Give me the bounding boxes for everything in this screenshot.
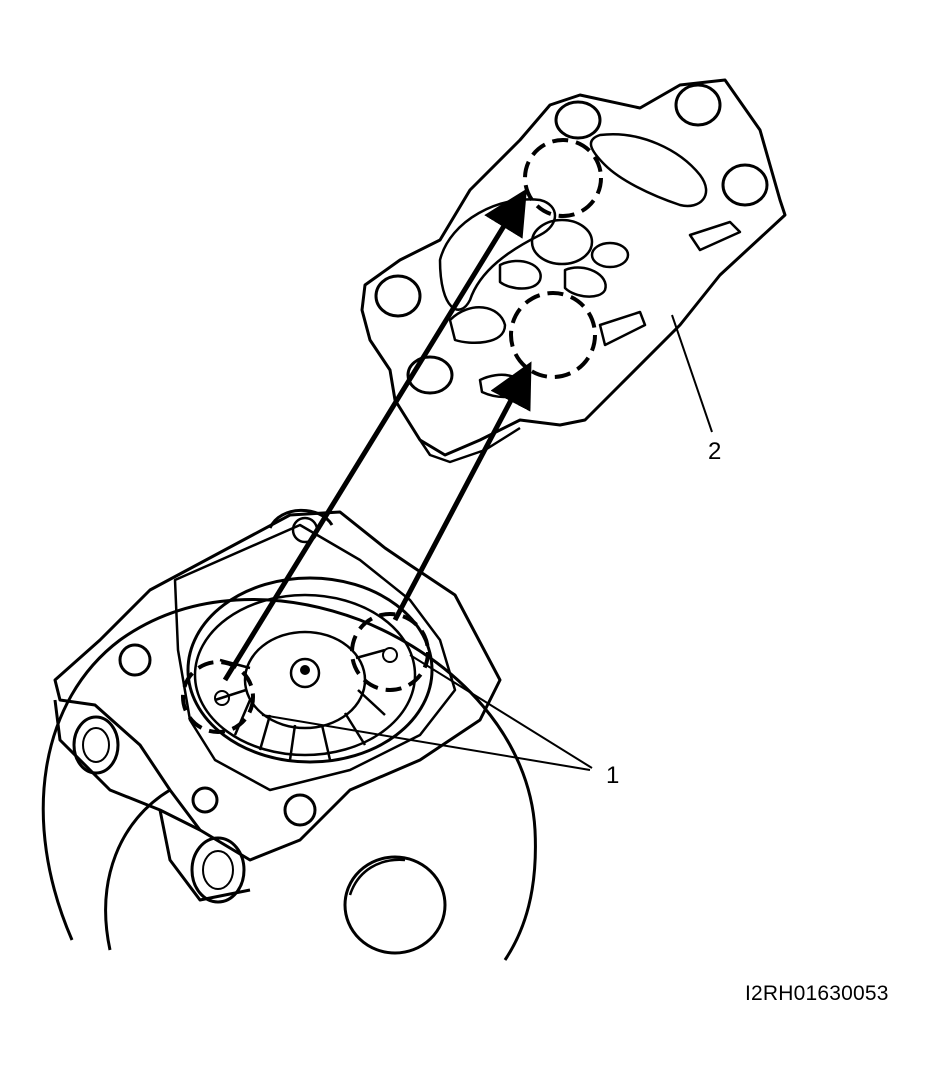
housing-side-port-1 <box>72 715 120 775</box>
rotor-recess <box>186 576 434 764</box>
callout-1: 1 <box>606 762 620 789</box>
pump-housing <box>41 508 537 961</box>
cover-plate-outline <box>360 78 787 457</box>
housing-right-hole <box>283 793 317 827</box>
alignment-arrows <box>222 188 532 682</box>
housing-round-body <box>41 598 537 961</box>
housing-left-hole <box>118 643 152 677</box>
leader-2 <box>671 314 713 433</box>
housing-side-port-2 <box>190 836 246 904</box>
cover-hole-top-right <box>674 83 722 127</box>
rotor-mark-right <box>350 612 430 692</box>
housing-top-ear <box>268 508 334 529</box>
cover-hole-bottom <box>406 355 454 395</box>
cover-hole-left <box>374 274 422 318</box>
rotor-mark-left <box>181 660 255 734</box>
cover-mark-circles <box>509 138 603 379</box>
inner-rotor <box>243 630 367 730</box>
housing-boss <box>343 855 447 955</box>
cover-mark-bottom <box>509 291 597 379</box>
leader-1b <box>409 654 593 769</box>
callout-2: 2 <box>708 438 722 465</box>
cover-hole-right <box>721 163 769 207</box>
rotor-mark-circles <box>181 612 430 734</box>
housing-flange <box>53 510 502 862</box>
housing-lower-hole <box>191 786 219 814</box>
leader-lines <box>261 314 713 771</box>
arrow-icon <box>222 188 527 682</box>
housing-lower-arc <box>104 788 171 951</box>
cover-hole-top-left <box>554 100 602 140</box>
leader-1a <box>261 714 591 771</box>
arrow-icon <box>392 361 532 622</box>
figure-code: I2RH01630053 <box>745 982 889 1005</box>
cover-plate <box>360 78 787 464</box>
rotor-shaft <box>289 657 321 689</box>
cover-mark-top <box>523 138 603 218</box>
